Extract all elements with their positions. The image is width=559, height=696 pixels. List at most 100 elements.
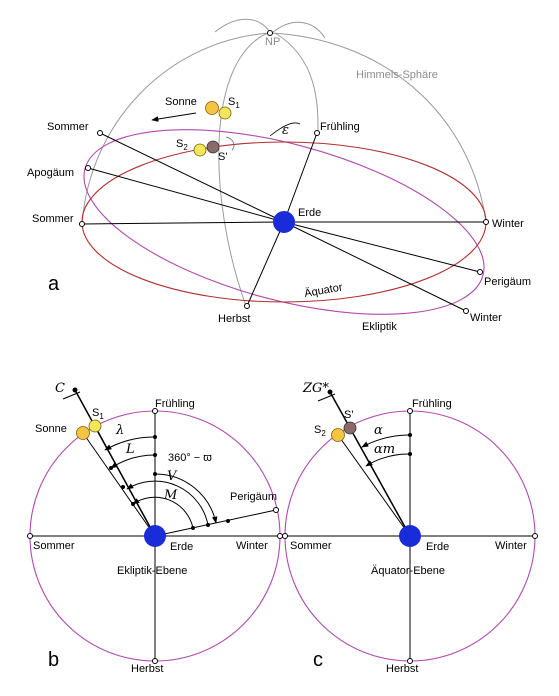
- point-b-perigaeum: [273, 507, 279, 513]
- label-c-erde: Erde: [426, 541, 449, 553]
- panel-b: b C Sonne S1 Frühling λ L 360° − ϖ V M P…: [27, 381, 283, 675]
- panel-c: c ZG* S2 S' Frühling α αm Sommer Erde Wi…: [282, 381, 538, 675]
- label-c-winter: Winter: [495, 540, 527, 552]
- label-b-winter: Winter: [236, 540, 268, 552]
- label-sphere: Himmels-Sphäre: [356, 69, 438, 81]
- label-c-alpha-m: αm: [374, 442, 395, 457]
- point-north-pole: [267, 30, 273, 36]
- label-c-plane: Äquator-Ebene: [371, 565, 445, 577]
- arc-omega: [154, 473, 218, 524]
- tick-b-c: [62, 391, 81, 400]
- label-perigaeum: Perigäum: [484, 276, 531, 288]
- label-b-omega: 360° − ϖ: [168, 452, 212, 464]
- arc-lambda: [104, 436, 156, 451]
- label-b-herbst: Herbst: [131, 663, 163, 675]
- label-herbst: Herbst: [218, 313, 250, 325]
- panel-a: a NP Himmels-Sphäre Sonne S1 S2 S' ε Frü…: [27, 18, 531, 333]
- point-winter-bottom: [463, 308, 469, 314]
- sun-s1-icon: [218, 106, 232, 120]
- ray-b-sun: [82, 432, 156, 537]
- panel-a-label: a: [48, 273, 60, 295]
- epsilon-arc: [269, 122, 301, 137]
- label-c-alpha: α: [374, 423, 383, 438]
- point-c-winter: [532, 533, 538, 539]
- earth-c-icon: [399, 525, 421, 547]
- mean-point-c-s-prime-icon: [343, 421, 357, 435]
- arc-alpha-m: [365, 453, 411, 467]
- tick-c-zg: [317, 393, 336, 402]
- earth-b-icon: [144, 525, 166, 547]
- ecliptic-ellipse: [83, 129, 485, 315]
- label-sommer-left: Sommer: [32, 213, 74, 225]
- panel-b-label: b: [48, 649, 59, 671]
- line-earth-winter-bottom: [283, 221, 467, 312]
- label-s2: S2: [176, 138, 188, 152]
- point-c-herbst: [407, 658, 413, 664]
- s-prime-arc: [225, 136, 235, 151]
- sphere-top-arc-right: [271, 21, 326, 39]
- panel-c-label: c: [313, 649, 323, 671]
- line-earth-sommer-top: [99, 132, 285, 223]
- point-sommer-left: [79, 221, 85, 227]
- arc-v: [126, 480, 209, 526]
- point-b-c: [72, 387, 78, 393]
- label-b-s1: S1: [92, 407, 104, 421]
- point-b-herbst: [152, 658, 158, 664]
- point-sommer-top: [97, 130, 103, 136]
- point-winter-right: [483, 219, 489, 225]
- label-sonne: Sonne: [165, 96, 197, 108]
- sun-motion-arrow: [151, 112, 197, 122]
- sun-b-icon: [76, 426, 90, 440]
- label-winter-right: Winter: [492, 218, 524, 230]
- label-b-c: C: [55, 381, 65, 396]
- line-earth-sommer-left: [81, 221, 285, 225]
- panel-c-dots: [408, 433, 412, 456]
- arc-m: [132, 496, 194, 529]
- point-b-fruehling: [152, 408, 158, 414]
- label-c-herbst: Herbst: [386, 663, 418, 675]
- label-b-fruehling: Frühling: [155, 398, 195, 410]
- label-b-m: M: [163, 488, 178, 503]
- label-c-s-prime: S': [344, 409, 353, 421]
- point-perigaeum: [477, 269, 483, 275]
- line-earth-herbst: [246, 221, 285, 307]
- label-erde: Erde: [298, 207, 321, 219]
- label-winter-bottom: Winter: [470, 312, 502, 324]
- label-aequator: Äquator: [303, 281, 343, 300]
- point-apogaeum: [85, 165, 91, 171]
- point-b-winter: [277, 533, 283, 539]
- mean-point-s-prime-icon: [206, 140, 220, 154]
- label-sommer-top: Sommer: [47, 121, 89, 133]
- label-b-l: L: [125, 442, 135, 457]
- label-c-fruehling: Frühling: [412, 398, 452, 410]
- label-b-sommer: Sommer: [33, 540, 75, 552]
- sphere-top-arc-left: [214, 18, 271, 34]
- label-b-lambda: λ: [115, 423, 124, 438]
- label-ekliptik: Ekliptik: [362, 321, 397, 333]
- label-np: NP: [265, 36, 280, 48]
- point-c-zg: [327, 389, 333, 395]
- line-earth-apogaeum: [87, 167, 285, 223]
- panel-b-dots: [109, 435, 230, 530]
- sun-b-s1-icon: [88, 419, 102, 433]
- arc-alpha: [361, 434, 411, 448]
- sun-c-s2-icon: [331, 428, 345, 442]
- label-s1: S1: [228, 96, 240, 110]
- label-s-prime: S': [218, 151, 227, 163]
- label-c-zg: ZG*: [302, 381, 329, 396]
- label-b-sonne: Sonne: [35, 423, 67, 435]
- point-c-sommer: [282, 533, 288, 539]
- arc-l: [110, 454, 156, 469]
- label-apogaeum: Apogäum: [27, 167, 74, 179]
- label-epsilon: ε: [282, 123, 289, 138]
- earth-icon: [273, 211, 295, 233]
- panel-a-points: [79, 30, 489, 314]
- point-herbst: [244, 303, 250, 309]
- label-c-sommer: Sommer: [290, 540, 332, 552]
- point-c-fruehling: [407, 408, 413, 414]
- line-earth-fruehling: [283, 132, 318, 223]
- sphere-meridian-left: [218, 32, 269, 307]
- point-b-sommer: [27, 533, 33, 539]
- sun-s2-icon: [193, 143, 207, 157]
